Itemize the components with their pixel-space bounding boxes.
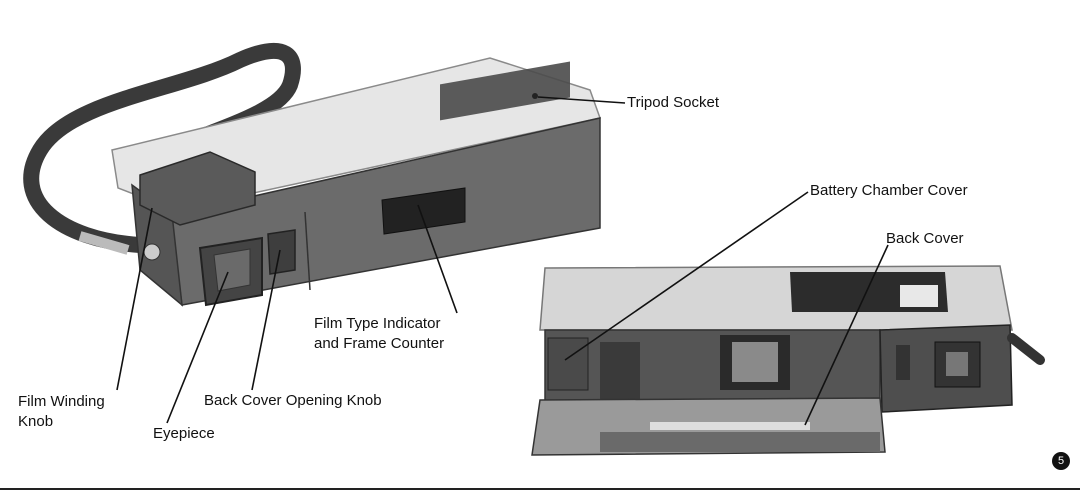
leader-tripod-socket (537, 96, 626, 104)
bottom-rule (0, 488, 1080, 490)
label-back-cover-opening-knob: Back Cover Opening Knob (204, 392, 382, 409)
label-eyepiece: Eyepiece (153, 425, 215, 442)
film-window (381, 187, 466, 235)
closed-camera (23, 43, 601, 307)
label-tripod-socket: Tripod Socket (627, 94, 719, 111)
leader-lines (116, 96, 889, 426)
label-battery-chamber-cover: Battery Chamber Cover (810, 182, 968, 199)
open-camera (531, 265, 1045, 456)
wrist-strap (23, 43, 301, 253)
label-film-winding-knob-line2: Knob (18, 413, 54, 430)
leader-battery-chamber-cover (564, 191, 809, 361)
back-cover-opening-knob (267, 229, 296, 275)
label-film-winding-knob-line1: Film Winding (18, 393, 105, 410)
label-back-cover: Back Cover (886, 230, 964, 247)
leader-back-cover (804, 244, 889, 426)
label-film-type-indicator-line2: and Frame Counter (314, 335, 445, 352)
leader-film-type-indicator (417, 204, 458, 314)
page-number-badge: 5 (1052, 452, 1070, 470)
battery-chamber-cover (547, 337, 589, 391)
leader-film-winding-knob (116, 207, 153, 391)
leader-eyepiece (166, 271, 229, 424)
label-film-type-indicator-line1: Film Type Indicator (314, 315, 441, 332)
film-winding-knob (143, 243, 161, 261)
leader-back-cover-opening-knob (251, 249, 281, 391)
